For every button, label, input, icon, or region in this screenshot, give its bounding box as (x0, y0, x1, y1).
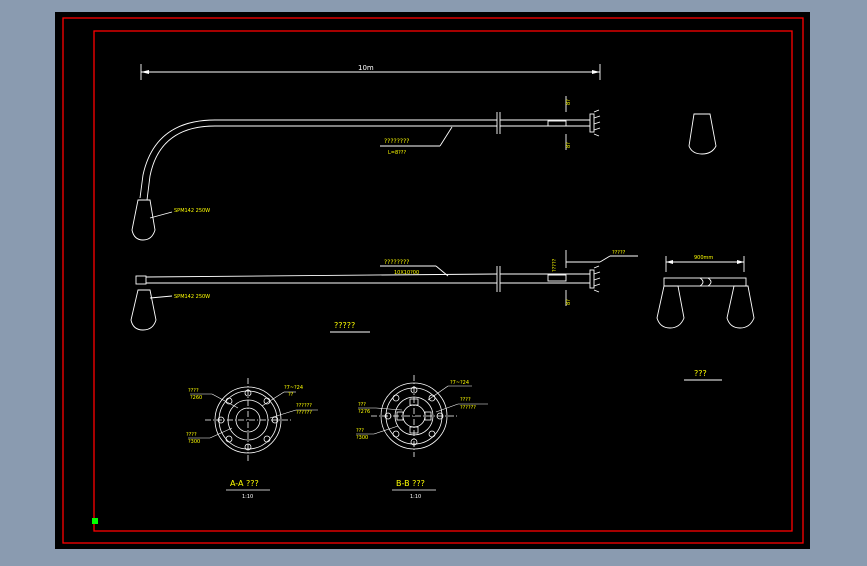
plan-flange-note: 8? (566, 299, 572, 305)
arm-slot (547, 120, 567, 127)
side-dimension-text: 900mm (694, 255, 713, 261)
section-a-label-1: ???? (188, 388, 199, 394)
section-b-label-4: ?300 (356, 435, 368, 441)
section-b-label-2: ?276 (358, 409, 370, 415)
lamp-leader (149, 211, 173, 219)
section-a-label-4: ?300 (188, 439, 200, 445)
section-a-label-3: ???? (186, 432, 197, 438)
side-dim-arrow-right (737, 260, 744, 264)
section-a-scale: 1:10 (242, 494, 253, 500)
flange-plate-plan (589, 269, 595, 289)
section-b-label-3: ??? (356, 428, 364, 434)
drawing-sheet (55, 12, 810, 549)
ucs-marker (92, 518, 98, 524)
flange-plate (589, 113, 595, 133)
lamp-leader-plan (149, 295, 173, 299)
crossbar-joint (699, 277, 712, 287)
break-mark (496, 112, 501, 134)
arm-lower-edge (146, 125, 497, 201)
arm-leader-d (439, 126, 453, 147)
section-b-title: B-B ??? (396, 479, 425, 488)
arm-plan-slot (547, 274, 567, 282)
section-a-label-8: ?????? (296, 410, 312, 416)
main-title: ????? (334, 321, 355, 330)
side-lamp-top (688, 113, 717, 155)
flange-bolts (593, 109, 601, 137)
section-a-label-6: ?? (288, 392, 294, 398)
section-b-label-7: ?????? (460, 405, 476, 411)
section-b-scale: 1:10 (410, 494, 421, 500)
section-a-title: A-A ??? (230, 479, 259, 488)
section-b-leaders (356, 385, 488, 435)
weld-label: ????? (612, 250, 626, 256)
plan-arm-leader-d (435, 265, 449, 277)
dimension-text: 10m (358, 64, 374, 72)
plan-view (130, 250, 638, 333)
section-a-label-7: ?????? (296, 403, 312, 409)
section-a-label-5: ?7~?24 (284, 385, 303, 391)
arm-label: ???????? (384, 138, 409, 145)
section-a-labels: ???? ?260 ???? ?300 ?7~?24 ?? ?????? ???… (186, 385, 312, 500)
flange-note-top: 8? (566, 99, 572, 105)
plan-arm-label: ???????? (384, 259, 409, 266)
side-lamp-left (656, 285, 685, 329)
lamp-head-plan (130, 289, 157, 331)
arm-upper-edge (139, 119, 497, 199)
arm-plan-upper (145, 273, 498, 278)
side-lamp-right (726, 285, 755, 329)
side-dim-arrow-left (666, 260, 673, 264)
base-label: ????? (552, 258, 558, 272)
crossbar (663, 277, 747, 287)
dimension-arrow-right (592, 70, 600, 74)
section-b-label-5: ?7~?24 (450, 380, 469, 386)
section-b-label-1: ??? (358, 402, 366, 408)
section-b-label-6: ???? (460, 397, 471, 403)
section-a-leaders (188, 391, 318, 439)
section-b (356, 375, 488, 491)
side-view (656, 113, 755, 381)
plan-lamp-label: SPM142 250W (174, 294, 210, 300)
break-mark-plan (496, 266, 501, 292)
outer-border (62, 17, 804, 544)
weld-leader-2 (599, 255, 611, 263)
elevation-view (131, 64, 601, 241)
section-a-label-2: ?260 (190, 395, 202, 401)
dimension-arrow-left (141, 70, 149, 74)
side-title: ??? (694, 369, 707, 378)
section-b-labels: ??? ?276 ??? ?300 ?7~?24 ???? ?????? B-B… (356, 380, 476, 500)
lamp-label: SPM142 250W (174, 208, 210, 214)
lamp-head (131, 199, 156, 241)
section-a (188, 378, 318, 491)
plan-arm-spec: 10X10?00 (394, 270, 419, 276)
flange-bolts-plan (593, 265, 601, 293)
inner-border (93, 30, 793, 532)
arm-spec: L=8??? (388, 150, 406, 156)
arm-end-cap (135, 275, 147, 285)
flange-note-bottom: 8? (566, 142, 572, 148)
